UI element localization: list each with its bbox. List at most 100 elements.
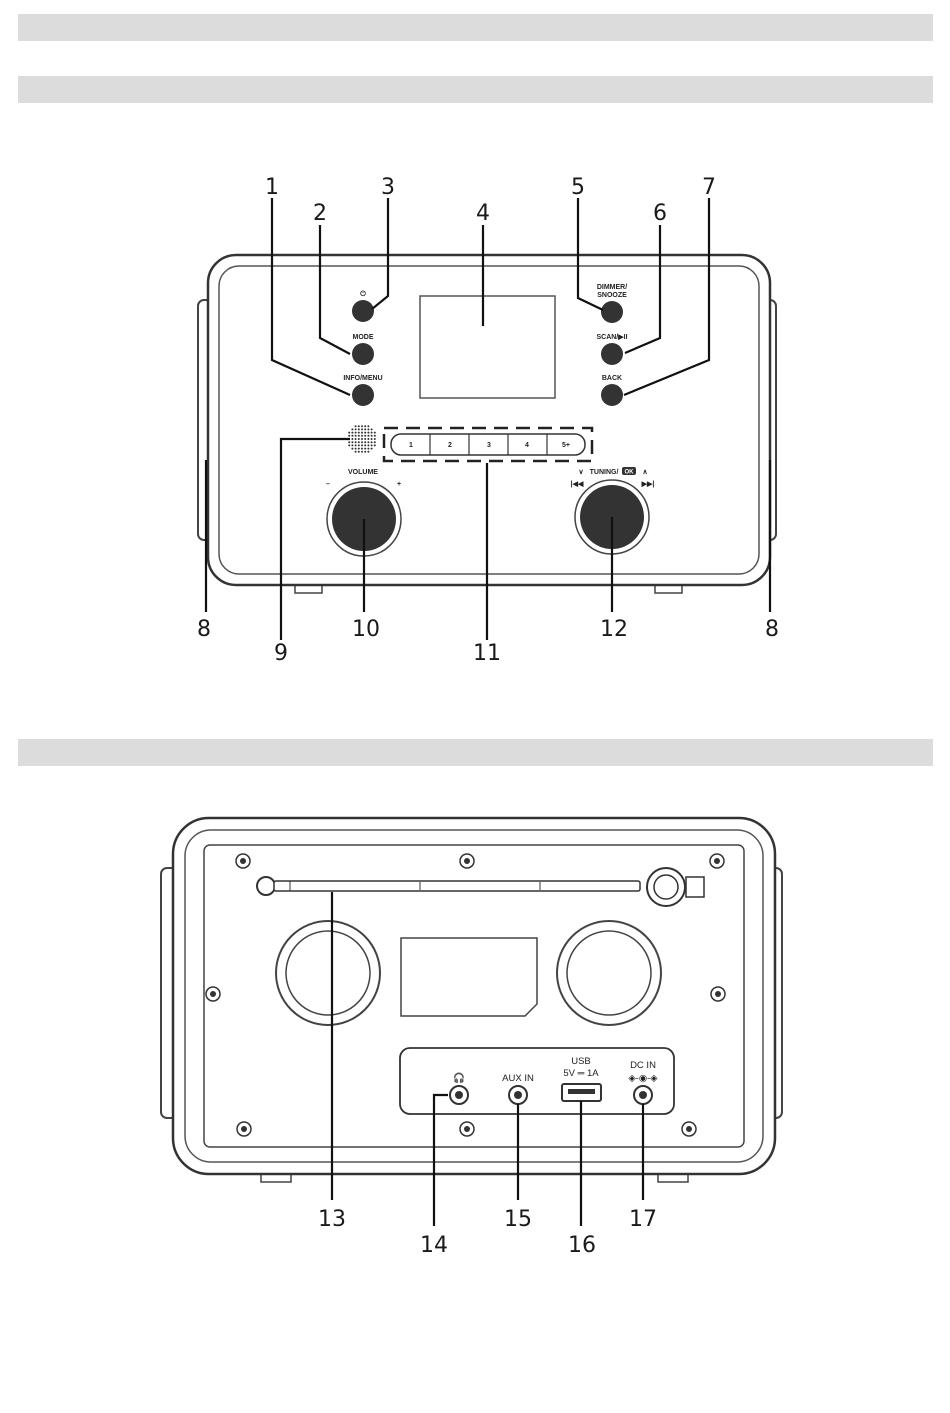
screw-center: [714, 858, 720, 864]
usb-label: USB: [571, 1056, 591, 1067]
callout-10: 10: [352, 617, 380, 642]
grille-dot: [348, 444, 350, 446]
screw-center: [464, 858, 470, 864]
grille-dot: [361, 428, 363, 430]
grille-dot: [351, 444, 353, 446]
display-screen: [420, 296, 555, 398]
preset-2-button[interactable]: 2: [448, 442, 452, 449]
grille-dot: [367, 444, 369, 446]
grille-dot: [371, 448, 373, 450]
preset-1-button[interactable]: 1: [409, 442, 413, 449]
screw-center: [464, 1126, 470, 1132]
info-menu-button[interactable]: [352, 384, 374, 406]
grille-dot: [371, 444, 373, 446]
callout-8-right: 8: [765, 617, 779, 642]
grille-dot: [355, 444, 357, 446]
screw-center: [240, 858, 246, 864]
grille-dot: [367, 441, 369, 443]
preset-3-button[interactable]: 3: [487, 442, 491, 449]
callout-14: 14: [420, 1233, 448, 1258]
grille-dot: [367, 451, 369, 453]
grille-dot: [361, 448, 363, 450]
grille-dot: [364, 441, 366, 443]
grille-dot: [348, 435, 350, 437]
screw-center: [210, 991, 216, 997]
callout-15: 15: [504, 1207, 532, 1232]
antenna-pivot: [257, 877, 275, 895]
headphone-symbol: 🎧: [453, 1072, 465, 1084]
tuning-up-label: ∧: [642, 469, 647, 476]
grille-dot: [351, 438, 353, 440]
rating-label-plate: [401, 938, 537, 1016]
dc-polarity-symbol: ◈-◉-◈: [628, 1073, 658, 1084]
grille-dot: [361, 451, 363, 453]
grille-dot: [367, 432, 369, 434]
back-view: 🎧 AUX IN USB 5V ═ 1A DC IN ◈-◉-◈ 13 14 1…: [161, 818, 782, 1258]
scan-play-pause-button[interactable]: [601, 343, 623, 365]
dimmer-snooze-button[interactable]: [601, 301, 623, 323]
back-button[interactable]: [601, 384, 623, 406]
callout-1: 1: [265, 175, 279, 200]
callout-8-left: 8: [197, 617, 211, 642]
grille-dot: [358, 425, 360, 427]
grille-dot: [364, 451, 366, 453]
grille-dot: [364, 444, 366, 446]
grille-dot: [355, 428, 357, 430]
left-bass-port-outer: [276, 921, 380, 1025]
callout-2: 2: [313, 201, 327, 226]
grille-dot: [367, 435, 369, 437]
grille-dot: [358, 451, 360, 453]
grille-dot: [374, 438, 376, 440]
antenna-holder: [647, 868, 685, 906]
grille-dot: [361, 438, 363, 440]
grille-dot: [361, 425, 363, 427]
grille-dot: [374, 444, 376, 446]
callout-12: 12: [600, 617, 628, 642]
screw-center: [686, 1126, 692, 1132]
grille-dot: [367, 448, 369, 450]
callout-6: 6: [653, 201, 667, 226]
grille-dot: [361, 444, 363, 446]
callout-13: 13: [318, 1207, 346, 1232]
power-button[interactable]: [352, 300, 374, 322]
grille-dot: [374, 435, 376, 437]
grille-dot: [355, 435, 357, 437]
mode-button[interactable]: [352, 343, 374, 365]
preset-5plus-button[interactable]: 5+: [562, 442, 570, 449]
callout-7: 7: [702, 175, 716, 200]
antenna-tip: [686, 877, 704, 897]
grille-dot: [364, 438, 366, 440]
front-view: ⏻ MODE INFO/MENU DIMMER/ SNOOZE SCAN/▶II…: [197, 175, 779, 666]
speaker-grille: [348, 425, 376, 453]
usb-rating-label: 5V ═ 1A: [563, 1068, 599, 1079]
grille-dot: [371, 428, 373, 430]
scan-label: SCAN/▶II: [596, 334, 627, 341]
grille-dot: [351, 441, 353, 443]
grille-dot: [367, 438, 369, 440]
back-label: BACK: [602, 375, 622, 382]
dc-in-label: DC IN: [630, 1060, 656, 1071]
dimmer-label-line2: SNOOZE: [597, 292, 627, 299]
preset-4-button[interactable]: 4: [525, 442, 529, 449]
grille-dot: [355, 432, 357, 434]
grille-dot: [351, 432, 353, 434]
grille-dot: [351, 448, 353, 450]
callout-11: 11: [473, 641, 501, 666]
tuning-ok-label: OK: [625, 470, 635, 476]
grille-dot: [358, 441, 360, 443]
grille-dot: [355, 425, 357, 427]
grille-dot: [367, 425, 369, 427]
antenna-rod: [274, 881, 640, 891]
dimmer-label-line1: DIMMER/: [597, 284, 627, 291]
mode-label: MODE: [353, 334, 374, 341]
grille-dot: [361, 441, 363, 443]
grille-dot: [367, 428, 369, 430]
grille-dot: [355, 441, 357, 443]
callout-17: 17: [629, 1207, 657, 1232]
grille-dot: [371, 441, 373, 443]
grille-dot: [355, 448, 357, 450]
grille-dot: [374, 441, 376, 443]
grille-dot: [371, 432, 373, 434]
screw-center: [241, 1126, 247, 1132]
